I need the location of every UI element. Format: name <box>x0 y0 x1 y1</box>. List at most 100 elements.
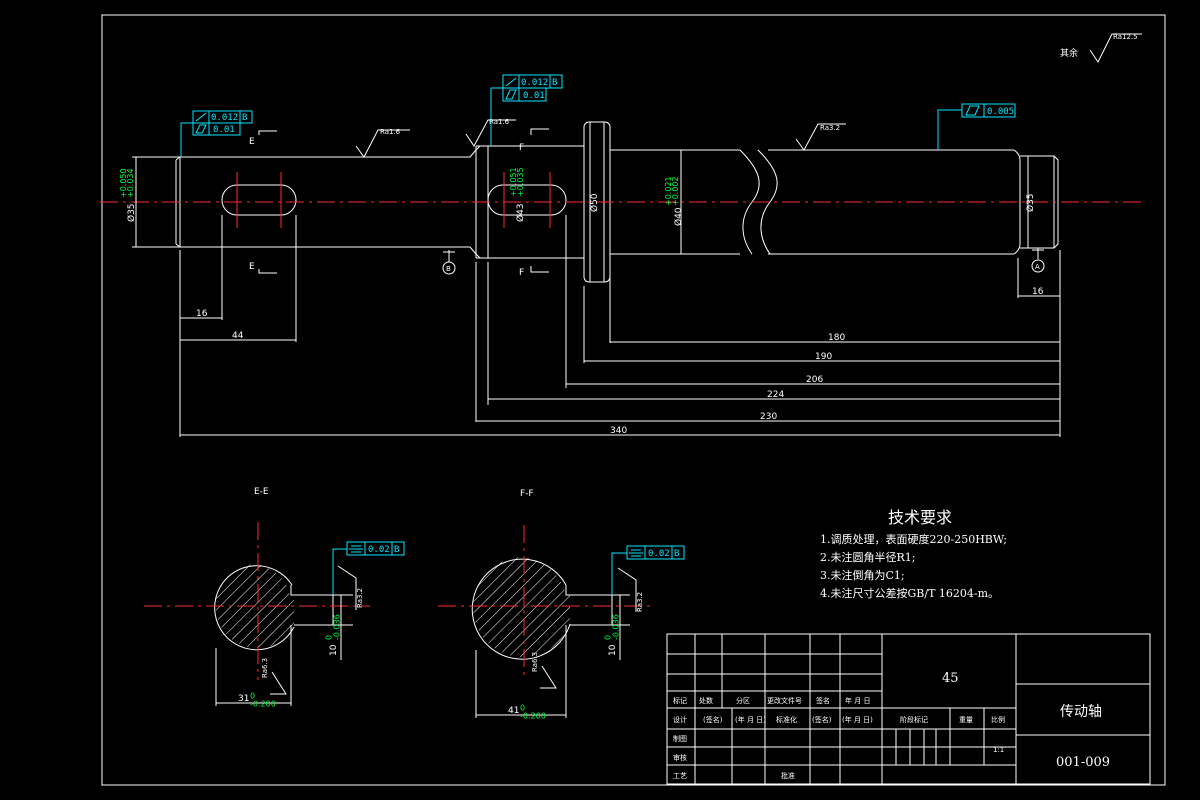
tech-requirement-4: 4.未注尺寸公差按GB/T 16204-m。 <box>820 586 999 600</box>
section-f-width: 41 <box>508 706 519 716</box>
header-count: 处数 <box>699 696 713 705</box>
section-f-width-tol: 0-0.200 <box>520 704 546 721</box>
tolerance-mid-top-value: 0.012 <box>521 78 548 88</box>
weight-label: 重量 <box>959 716 973 724</box>
tolerance-frame-right: 0.005 <box>937 103 1016 150</box>
dim-190: 190 <box>815 352 832 362</box>
dim-224: 224 <box>767 390 784 400</box>
svg-text:Ra3.2: Ra3.2 <box>820 124 840 132</box>
section-e-width: 31 <box>238 694 249 704</box>
section-f-title: F-F <box>520 489 534 499</box>
design-sign: (签名) <box>703 715 723 724</box>
diameter-mid-label: Ø43 <box>515 203 526 222</box>
dim-16-right: 16 <box>1032 287 1044 297</box>
section-cut-f: F F <box>519 128 549 278</box>
svg-text:Ra3.2: Ra3.2 <box>356 588 364 608</box>
svg-text:Ra1.6: Ra1.6 <box>489 118 510 126</box>
standardize-date: (年 月 日) <box>842 715 873 724</box>
drawing-frame <box>101 14 1166 786</box>
section-e-depth: 10 <box>329 644 339 656</box>
keyway-left <box>221 184 297 216</box>
dim-230: 230 <box>760 412 777 422</box>
svg-text:Ra6.3: Ra6.3 <box>261 658 269 678</box>
tech-requirement-3: 3.未注倒角为C1; <box>820 568 905 582</box>
roughness-remainder-value: Ra12.5 <box>1113 33 1138 41</box>
tolerance-mid-top-datum: B <box>552 78 557 88</box>
check-label: 审核 <box>673 753 687 762</box>
section-e-width-tol: 0-0.200 <box>250 692 276 709</box>
section-mark-f-top: F <box>519 143 524 153</box>
material-value: 45 <box>942 671 959 686</box>
svg-text:Ra1.6: Ra1.6 <box>380 128 401 136</box>
diameter-right-label: Ø35 <box>1025 193 1036 212</box>
diameter-collar-label: Ø50 <box>589 193 600 212</box>
diameter-left-tol-top: +0.050 <box>119 168 128 198</box>
section-cut-e: E E <box>249 130 277 274</box>
section-e-depth-tol: 0-0.036 <box>325 614 342 640</box>
datum-b-label: B <box>446 265 451 273</box>
diameter-mid-tol-bottom: +0.035 <box>516 167 525 197</box>
dimension-extension-lines <box>179 215 1061 437</box>
scale-label: 比例 <box>991 715 1005 724</box>
tolerance-left-top-datum: B <box>242 113 247 123</box>
diameter-body-tol-bottom: +0.002 <box>671 176 680 206</box>
header-change-doc: 更改文件号 <box>767 696 802 705</box>
diameter-body-tol-top: +0.021 <box>664 176 673 206</box>
tech-requirements-title: 技术要求 <box>888 508 952 527</box>
header-sign: 签名 <box>816 696 830 705</box>
header-mark: 标记 <box>673 696 687 705</box>
section-f-tol-datum: B <box>674 549 679 559</box>
keyway-mid <box>487 184 567 216</box>
tolerance-frame-left: 0.012 B 0.01 <box>180 110 253 157</box>
section-e-tol-datum: B <box>394 545 399 555</box>
diameter-body-label: Ø40 <box>673 207 684 226</box>
dim-left-diameter: Ø35 +0.050 +0.034 <box>119 156 180 248</box>
section-mark-e-top: E <box>249 137 255 147</box>
svg-text:Ra6.3: Ra6.3 <box>531 652 539 672</box>
roughness-symbol-2: Ra1.6 <box>465 118 516 147</box>
dimension-lines <box>180 295 1060 436</box>
dim-180: 180 <box>828 333 845 343</box>
design-date: (年 月 日) <box>735 715 766 724</box>
header-zone: 分区 <box>736 696 750 705</box>
standardize-label: 标准化 <box>776 715 797 724</box>
section-f-view: F-F 10 0-0.036 41 0-0.200 Ra3.2 Ra6.3 0.… <box>438 489 685 721</box>
diameter-left-label: Ø35 <box>126 203 137 222</box>
dim-206: 206 <box>806 375 823 385</box>
roughness-symbol-3: Ra3.2 <box>795 123 846 151</box>
section-e-view: E-E 10 0-0.036 31 0-0.200 Ra3.2 Ra6.3 <box>144 487 405 709</box>
section-f-depth-tol: 0-0.036 <box>604 614 621 640</box>
standardize-sign: (签名) <box>812 715 832 724</box>
datum-a: A <box>1031 248 1045 273</box>
keyway-centerlines <box>236 172 551 228</box>
dim-44: 44 <box>232 331 244 341</box>
part-name: 传动轴 <box>1060 704 1102 720</box>
datum-b: B <box>442 250 456 275</box>
section-f-tol-value: 0.02 <box>648 549 670 559</box>
process-label: 工艺 <box>673 772 687 780</box>
approve-label: 批准 <box>781 771 795 780</box>
tech-requirements: 技术要求 1.调质处理，表面硬度220-250HBW; 2.未注圆角半径R1; … <box>820 508 1007 600</box>
datum-a-label: A <box>1035 263 1040 271</box>
tech-requirement-2: 2.未注圆角半径R1; <box>820 550 915 564</box>
tolerance-mid-bottom-value: 0.01 <box>523 91 545 101</box>
section-e-title: E-E <box>254 487 269 497</box>
svg-text:Ra3.2: Ra3.2 <box>636 592 644 612</box>
header-date: 年 月 日 <box>845 696 870 705</box>
diameter-mid-tol-top: +0.051 <box>509 167 518 197</box>
section-f-depth: 10 <box>608 644 618 656</box>
roughness-remainder-label: 其余 <box>1060 47 1078 59</box>
scale-value: 1:1 <box>993 746 1004 754</box>
design-label: 设计 <box>673 715 687 724</box>
tolerance-left-bottom-value: 0.01 <box>213 125 235 135</box>
tolerance-right-value: 0.005 <box>987 107 1014 117</box>
stage-label: 阶段标记 <box>900 715 928 724</box>
section-mark-e-bottom: E <box>249 262 255 272</box>
section-e-tol-value: 0.02 <box>368 545 390 555</box>
section-mark-f-bottom: F <box>519 268 524 278</box>
diameter-left-tol-bottom: +0.034 <box>126 168 135 198</box>
tolerance-left-top-value: 0.012 <box>211 113 238 123</box>
dim-16-left: 16 <box>196 309 208 319</box>
title-block: 45 传动轴 001-009 1:1 阶段标记 重量 比例 标记 处数 分区 更… <box>666 633 1151 785</box>
